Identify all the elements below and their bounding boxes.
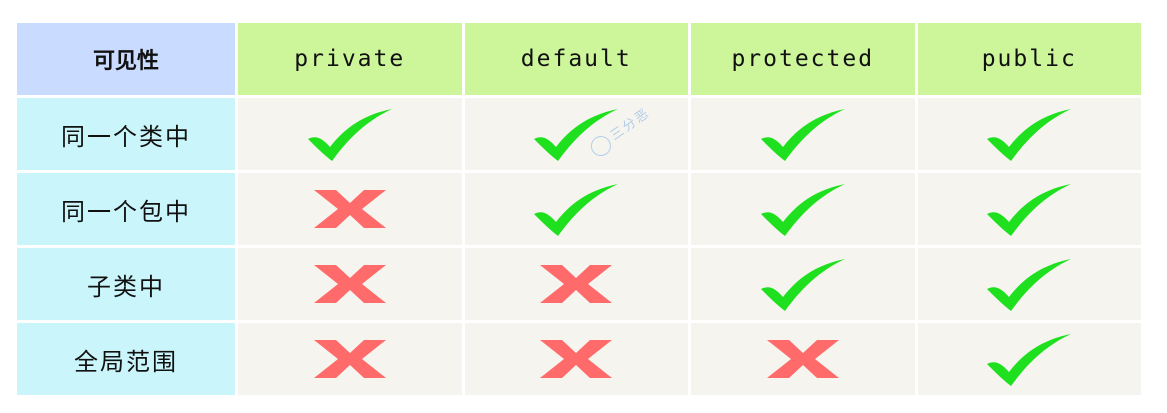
cell-mark <box>917 248 1141 320</box>
cell-mark <box>917 98 1141 170</box>
cell-mark <box>238 98 462 170</box>
column-header-private: private <box>238 23 462 95</box>
check-icon <box>987 109 1072 161</box>
cell-mark <box>917 173 1141 245</box>
corner-header: 可见性 <box>17 23 235 95</box>
cell-mark <box>464 173 688 245</box>
cell-mark <box>691 98 915 170</box>
check-icon <box>760 184 845 236</box>
check-icon <box>987 334 1072 386</box>
table-row: 全局范围 <box>17 323 1141 395</box>
visibility-table-container: 可见性 private default protected public 同一个… <box>14 20 1144 395</box>
cross-icon <box>313 340 386 378</box>
cell-mark <box>691 323 915 395</box>
row-header-global: 全局范围 <box>17 323 235 395</box>
cross-icon <box>766 340 839 378</box>
column-header-protected: protected <box>691 23 915 95</box>
cell-mark <box>691 248 915 320</box>
check-icon <box>987 259 1072 311</box>
check-icon <box>307 109 392 161</box>
cell-mark <box>238 323 462 395</box>
cell-mark <box>464 248 688 320</box>
check-icon <box>534 184 619 236</box>
cross-icon <box>313 190 386 228</box>
table-header-row: 可见性 private default protected public <box>17 23 1141 95</box>
check-icon <box>534 109 619 161</box>
cell-mark <box>238 248 462 320</box>
table-row: 同一个类中 <box>17 98 1141 170</box>
access-modifier-table: 可见性 private default protected public 同一个… <box>14 20 1144 398</box>
cell-mark <box>917 323 1141 395</box>
check-icon <box>987 184 1072 236</box>
table-row: 子类中 <box>17 248 1141 320</box>
row-header-subclass: 子类中 <box>17 248 235 320</box>
check-icon <box>760 109 845 161</box>
cell-mark <box>464 98 688 170</box>
table-row: 同一个包中 <box>17 173 1141 245</box>
row-header-same-class: 同一个类中 <box>17 98 235 170</box>
column-header-default: default <box>464 23 688 95</box>
cell-mark <box>691 173 915 245</box>
cell-mark <box>238 173 462 245</box>
column-header-public: public <box>917 23 1141 95</box>
check-icon <box>760 259 845 311</box>
cross-icon <box>540 340 613 378</box>
cell-mark <box>464 323 688 395</box>
row-header-same-package: 同一个包中 <box>17 173 235 245</box>
cross-icon <box>540 265 613 303</box>
cross-icon <box>313 265 386 303</box>
